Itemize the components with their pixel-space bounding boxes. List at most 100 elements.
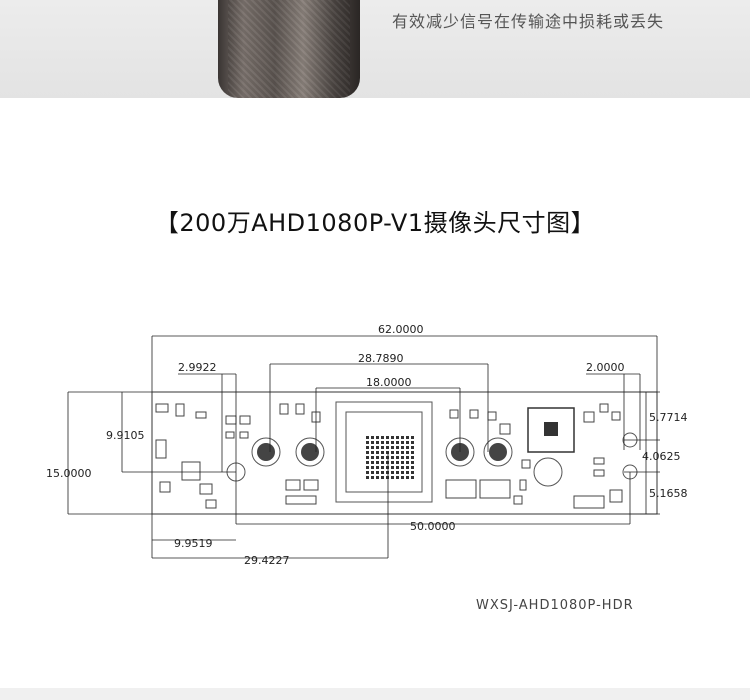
smd-component — [155, 403, 169, 413]
sensor-pad — [401, 436, 404, 439]
smd-component — [469, 409, 479, 419]
sensor-pad — [396, 461, 399, 464]
dim-left-upper: 9.9105 — [106, 429, 145, 442]
crystal-ring — [533, 457, 563, 487]
cable-photo — [218, 0, 360, 98]
sensor-pad — [391, 456, 394, 459]
smd-component — [499, 423, 511, 435]
sensor-pad — [396, 441, 399, 444]
sensor-pad — [381, 441, 384, 444]
sensor-pad — [381, 476, 384, 479]
sensor-pad — [401, 461, 404, 464]
smd-component — [583, 411, 595, 423]
smd-component — [195, 411, 207, 419]
sensor-pad — [411, 461, 414, 464]
smd-component — [159, 481, 171, 493]
dim-right-mid: 4.0625 — [642, 450, 681, 463]
mount-pad — [257, 443, 275, 461]
sensor-pad — [381, 456, 384, 459]
smd-component — [205, 499, 217, 509]
sensor-pad — [366, 466, 369, 469]
dimension-lines — [67, 335, 660, 559]
sensor-pad — [411, 436, 414, 439]
sensor-pad — [371, 436, 374, 439]
dim-right-top: 5.7714 — [649, 411, 688, 424]
sensor-pad — [376, 476, 379, 479]
sensor-pad — [401, 456, 404, 459]
sensor-pad — [396, 471, 399, 474]
smd-component — [593, 469, 605, 477]
sensor-pad — [391, 466, 394, 469]
smd-component — [155, 439, 167, 459]
sensor-pad — [366, 456, 369, 459]
dim-right-offset: 2.0000 — [586, 361, 625, 374]
dimension-drawing: 62.0000 28.7890 18.0000 2.9922 2.0000 5.… — [46, 323, 688, 613]
sensor-pad — [386, 466, 389, 469]
mount-pad — [301, 443, 319, 461]
smd-component — [181, 461, 201, 481]
sensor-pad — [371, 451, 374, 454]
sensor-pad — [411, 451, 414, 454]
sensor-pad — [391, 446, 394, 449]
sensor-pad — [406, 441, 409, 444]
sensor-pad — [406, 466, 409, 469]
sensor-pad — [401, 471, 404, 474]
sensor-pad — [371, 441, 374, 444]
sensor-pad — [401, 441, 404, 444]
smd-component — [285, 495, 317, 505]
smd-component — [611, 411, 621, 421]
sensor-pad — [371, 456, 374, 459]
sensor-pad — [411, 471, 414, 474]
dim-left-bottom-b: 29.4227 — [244, 554, 290, 567]
sensor-pad — [376, 441, 379, 444]
mount-ring — [295, 437, 325, 467]
smd-component — [295, 403, 305, 415]
smd-component — [239, 415, 251, 425]
sensor-pad — [366, 471, 369, 474]
sensor-pad — [366, 451, 369, 454]
sensor-pad — [376, 446, 379, 449]
smd-component — [239, 431, 249, 439]
sensor-pad — [366, 436, 369, 439]
sensor-pad — [396, 456, 399, 459]
sensor-pad — [401, 446, 404, 449]
sensor-pad — [411, 441, 414, 444]
smd-component — [285, 479, 301, 491]
processor-die — [544, 422, 558, 436]
dim-inner-span-a: 28.7890 — [358, 352, 404, 365]
sensor-pad — [401, 451, 404, 454]
sensor-pad — [391, 436, 394, 439]
sensor-pad — [371, 466, 374, 469]
sensor-pad — [406, 456, 409, 459]
sensor-inner — [345, 411, 423, 493]
sensor-pad — [391, 441, 394, 444]
product-banner: 有效减少信号在传输途中损耗或丢失 — [0, 0, 750, 98]
sensor-pad — [381, 466, 384, 469]
smd-component — [521, 459, 531, 469]
sensor-pad — [386, 436, 389, 439]
pcb-board — [151, 391, 658, 515]
sensor-pad — [386, 451, 389, 454]
sensor-pad — [406, 461, 409, 464]
sensor-pad — [366, 446, 369, 449]
sensor-pad — [371, 471, 374, 474]
smd-component — [593, 457, 605, 465]
smd-component — [303, 479, 319, 491]
mount-ring — [483, 437, 513, 467]
sensor-pad — [386, 446, 389, 449]
sensor-pad — [401, 466, 404, 469]
smd-component — [599, 403, 609, 413]
sensor-pad — [381, 436, 384, 439]
smd-component — [513, 495, 523, 505]
sensor-pad — [411, 466, 414, 469]
sensor-pad — [391, 461, 394, 464]
sensor-pad — [396, 476, 399, 479]
sensor-pad — [371, 476, 374, 479]
mount-pad — [489, 443, 507, 461]
dim-height: 15.0000 — [46, 467, 92, 480]
smd-component — [573, 495, 605, 509]
sensor-pad — [381, 461, 384, 464]
smd-component — [519, 479, 527, 491]
sensor-pad — [371, 446, 374, 449]
dim-left-bottom-a: 9.9519 — [174, 537, 213, 550]
